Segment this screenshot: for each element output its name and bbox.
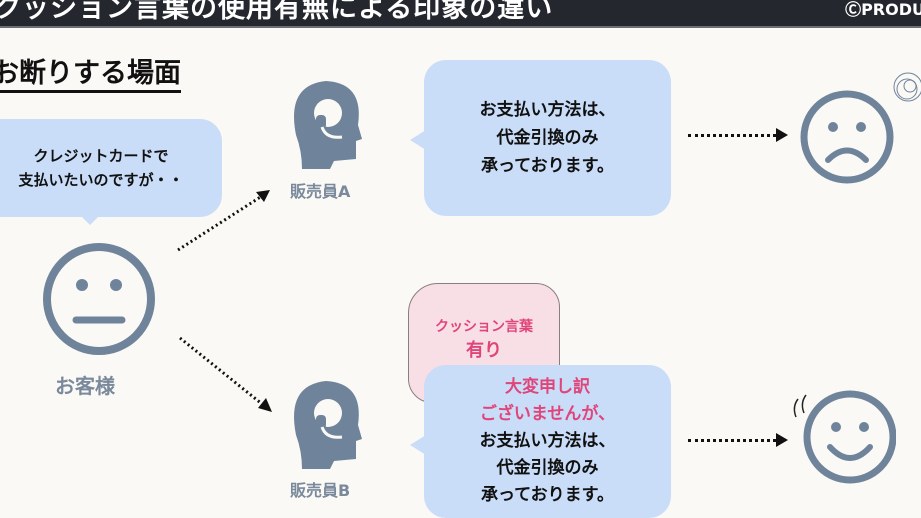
arrows (177, 190, 272, 412)
headset-agent-b-icon (294, 381, 362, 469)
speech-line: お支払い方法は、 (479, 100, 616, 120)
logo: ⒸPRODU (845, 0, 921, 20)
customer-label: お客様 (55, 374, 115, 398)
scribble-icon (893, 72, 921, 102)
headset-agent-a-icon (294, 81, 362, 169)
arrow-to-a (177, 194, 263, 252)
arrow-a-result (688, 134, 776, 137)
agent-b-speech-bubble: 大変申し訳 ございませんが、 お支払い方法は、 代金引換のみ 承っております。 (410, 365, 671, 518)
sparkle-icon (793, 394, 807, 418)
pillow-label: クッション言葉 (435, 319, 533, 335)
sad-face-icon (800, 72, 921, 184)
speech-line: 承っております。 (481, 156, 614, 176)
speech-line: 承っております。 (481, 485, 614, 505)
logo-text: PRODU (861, 0, 921, 19)
arrow-to-b (179, 336, 263, 406)
agent-b-label: 販売員B (290, 481, 351, 500)
cushion-phrase: 大変申し訳 (505, 377, 590, 397)
arrow-head (776, 433, 788, 447)
speech-line: クレジットカードで (33, 147, 169, 165)
arrow-b-result (688, 439, 776, 442)
arrow-head (776, 128, 788, 142)
pillow-label: 有り (466, 340, 502, 361)
smile-face-icon (793, 390, 896, 484)
agent-a-label: 販売員A (290, 182, 351, 201)
customer-speech-bubble: クレジットカードで 支払いたいのですが・・ (0, 119, 222, 225)
scene-title: お断りする場面 (0, 58, 181, 93)
page-title: クッション言葉の使用有無による印象の違い (0, 0, 554, 24)
neutral-face-icon (43, 243, 155, 355)
speech-line: 代金引換のみ (496, 458, 599, 478)
speech-line: 支払いたいのですが・・ (18, 171, 184, 189)
speech-line: お支払い方法は、 (479, 431, 616, 451)
cushion-phrase: ございませんが、 (479, 404, 616, 424)
speech-line: 代金引換のみ (496, 128, 599, 148)
header-bar: クッション言葉の使用有無による印象の違い ⒸPRODU (0, 0, 921, 28)
agent-a-speech-bubble: お支払い方法は、 代金引換のみ 承っております。 (410, 60, 671, 216)
